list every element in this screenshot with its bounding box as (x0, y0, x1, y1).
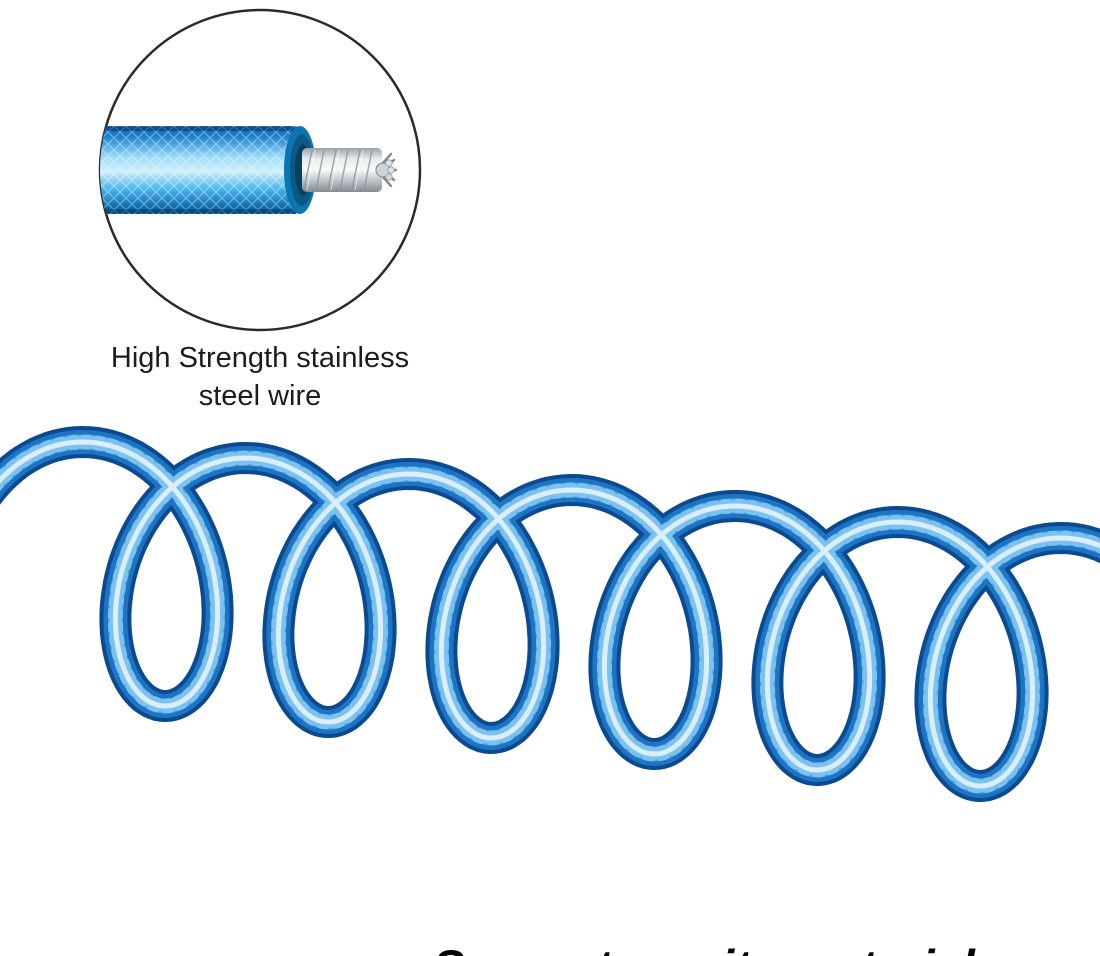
callout-caption-line1: High Strength stainless (110, 342, 410, 374)
steel-wire (302, 148, 382, 192)
coil-stroke-outer (0, 426, 1100, 802)
callout-caption: High Strength stainless steel wire (0, 340, 520, 415)
tagline-line1: Super tenacity material, (330, 939, 1092, 956)
coil-stroke-texture (0, 434, 1100, 794)
coil-stroke-highlight (0, 439, 1100, 789)
cable-cross-section-illustration (98, 8, 422, 332)
cable-tube (100, 126, 302, 214)
coil-stroke-body (0, 430, 1100, 798)
cross-section-callout: High Strength stainless steel wire (0, 0, 520, 415)
steel-wire-tip (375, 152, 398, 188)
callout-caption-line2: steel wire (198, 379, 322, 412)
tagline: Super tenacity material, free to pull an… (330, 826, 1092, 956)
coil-stroke-mid (0, 434, 1100, 794)
